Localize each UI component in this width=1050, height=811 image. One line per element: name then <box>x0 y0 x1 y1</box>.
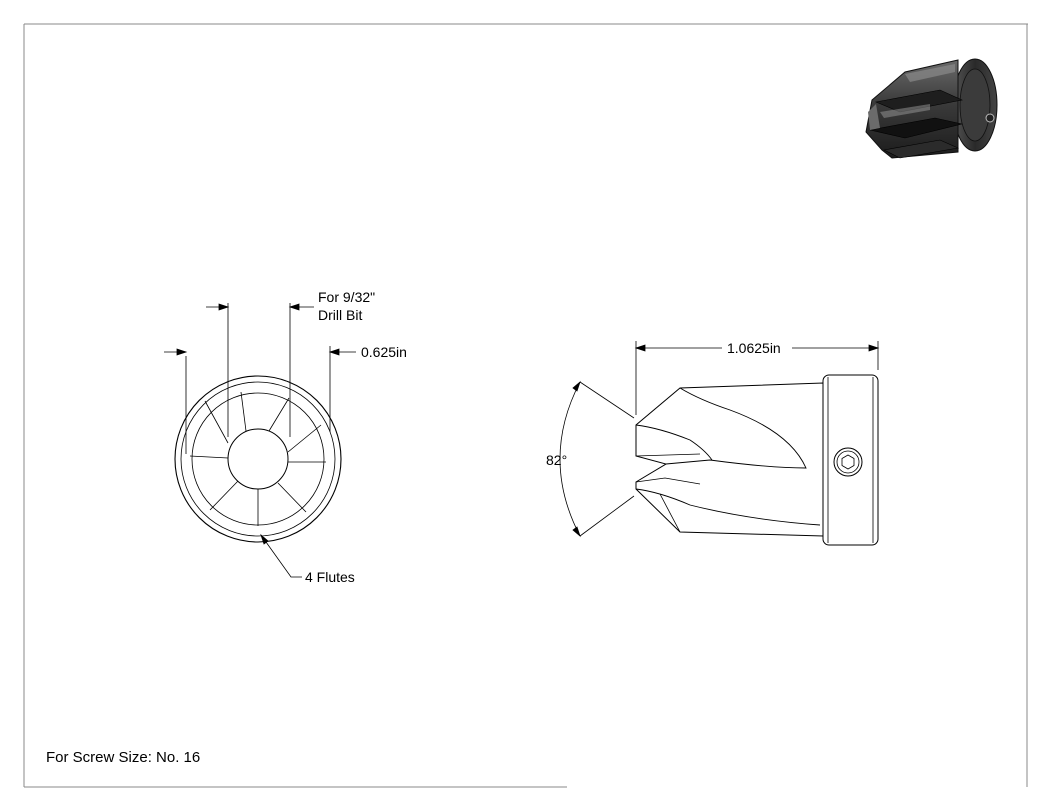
screw-size-label: For Screw Size: No. 16 <box>46 749 201 766</box>
flutes-leader <box>260 533 302 578</box>
length-label: 1.0625in <box>727 340 781 356</box>
length-dimension <box>634 341 880 415</box>
angle-dimension <box>559 380 635 538</box>
drill-bit-label-line2: Drill Bit <box>318 307 362 323</box>
front-view: 0.625in For 9/32" Drill Bit 4 Flutes <box>164 289 407 585</box>
diameter-label: 0.625in <box>361 344 407 360</box>
side-view <box>635 374 879 546</box>
drawing-border <box>23 23 1028 788</box>
drill-bit-label-line1: For 9/32" <box>318 289 375 305</box>
flutes-label: 4 Flutes <box>305 569 355 585</box>
diameter-dimension <box>164 346 356 454</box>
flute-lines <box>189 391 326 526</box>
isometric-view <box>865 58 998 159</box>
drill-bit-dimension <box>206 303 314 437</box>
angle-label: 82° <box>546 452 567 468</box>
